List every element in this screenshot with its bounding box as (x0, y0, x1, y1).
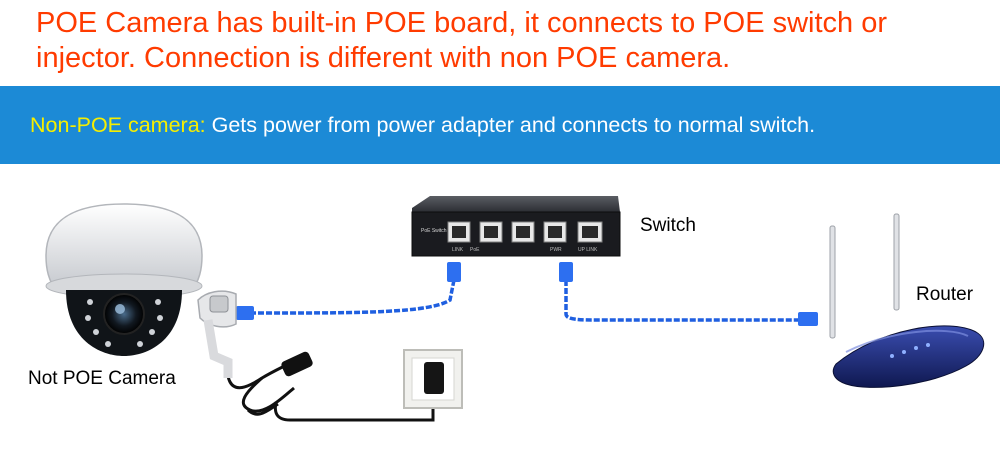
connection-diagram: PoE Switch LINK PoE PWR UP LINK (45, 196, 985, 422)
power-adapter-brick (281, 351, 313, 377)
wall-socket (403, 349, 463, 409)
power-plug (424, 362, 444, 394)
banner-label: Non-POE camera: (30, 113, 206, 137)
switch-label: Switch (640, 215, 696, 236)
power-cable (226, 351, 435, 422)
router-icon (829, 213, 985, 388)
camera-label: Not POE Camera (28, 368, 176, 389)
router-label: Router (916, 284, 974, 305)
info-banner: Non-POE camera: Gets power from power ad… (0, 86, 1000, 164)
camera-to-switch-cable (236, 262, 461, 320)
switch-panel-text: PoE Switch (421, 228, 447, 234)
switch-poe-label: PoE (470, 247, 480, 253)
rj45-plug-camera (236, 306, 254, 320)
switch-icon: PoE Switch LINK PoE PWR UP LINK (411, 196, 621, 257)
switch-to-router-cable (559, 262, 818, 326)
rj45-plug-switch-uplink (559, 262, 573, 282)
switch-uplink-label: UP LINK (578, 247, 598, 253)
antenna-icon (829, 225, 836, 339)
switch-pwr-label: PWR (550, 247, 562, 253)
antenna-icon (893, 213, 900, 311)
camera-icon (45, 203, 237, 378)
banner-text: Non-POE camera: Gets power from power ad… (30, 113, 815, 138)
switch-link-label: LINK (452, 247, 464, 253)
rj45-plug-router (798, 312, 818, 326)
banner-description: Gets power from power adapter and connec… (205, 113, 816, 137)
rj45-plug-switch (447, 262, 461, 282)
headline: POE Camera has built-in POE board, it co… (36, 7, 888, 74)
